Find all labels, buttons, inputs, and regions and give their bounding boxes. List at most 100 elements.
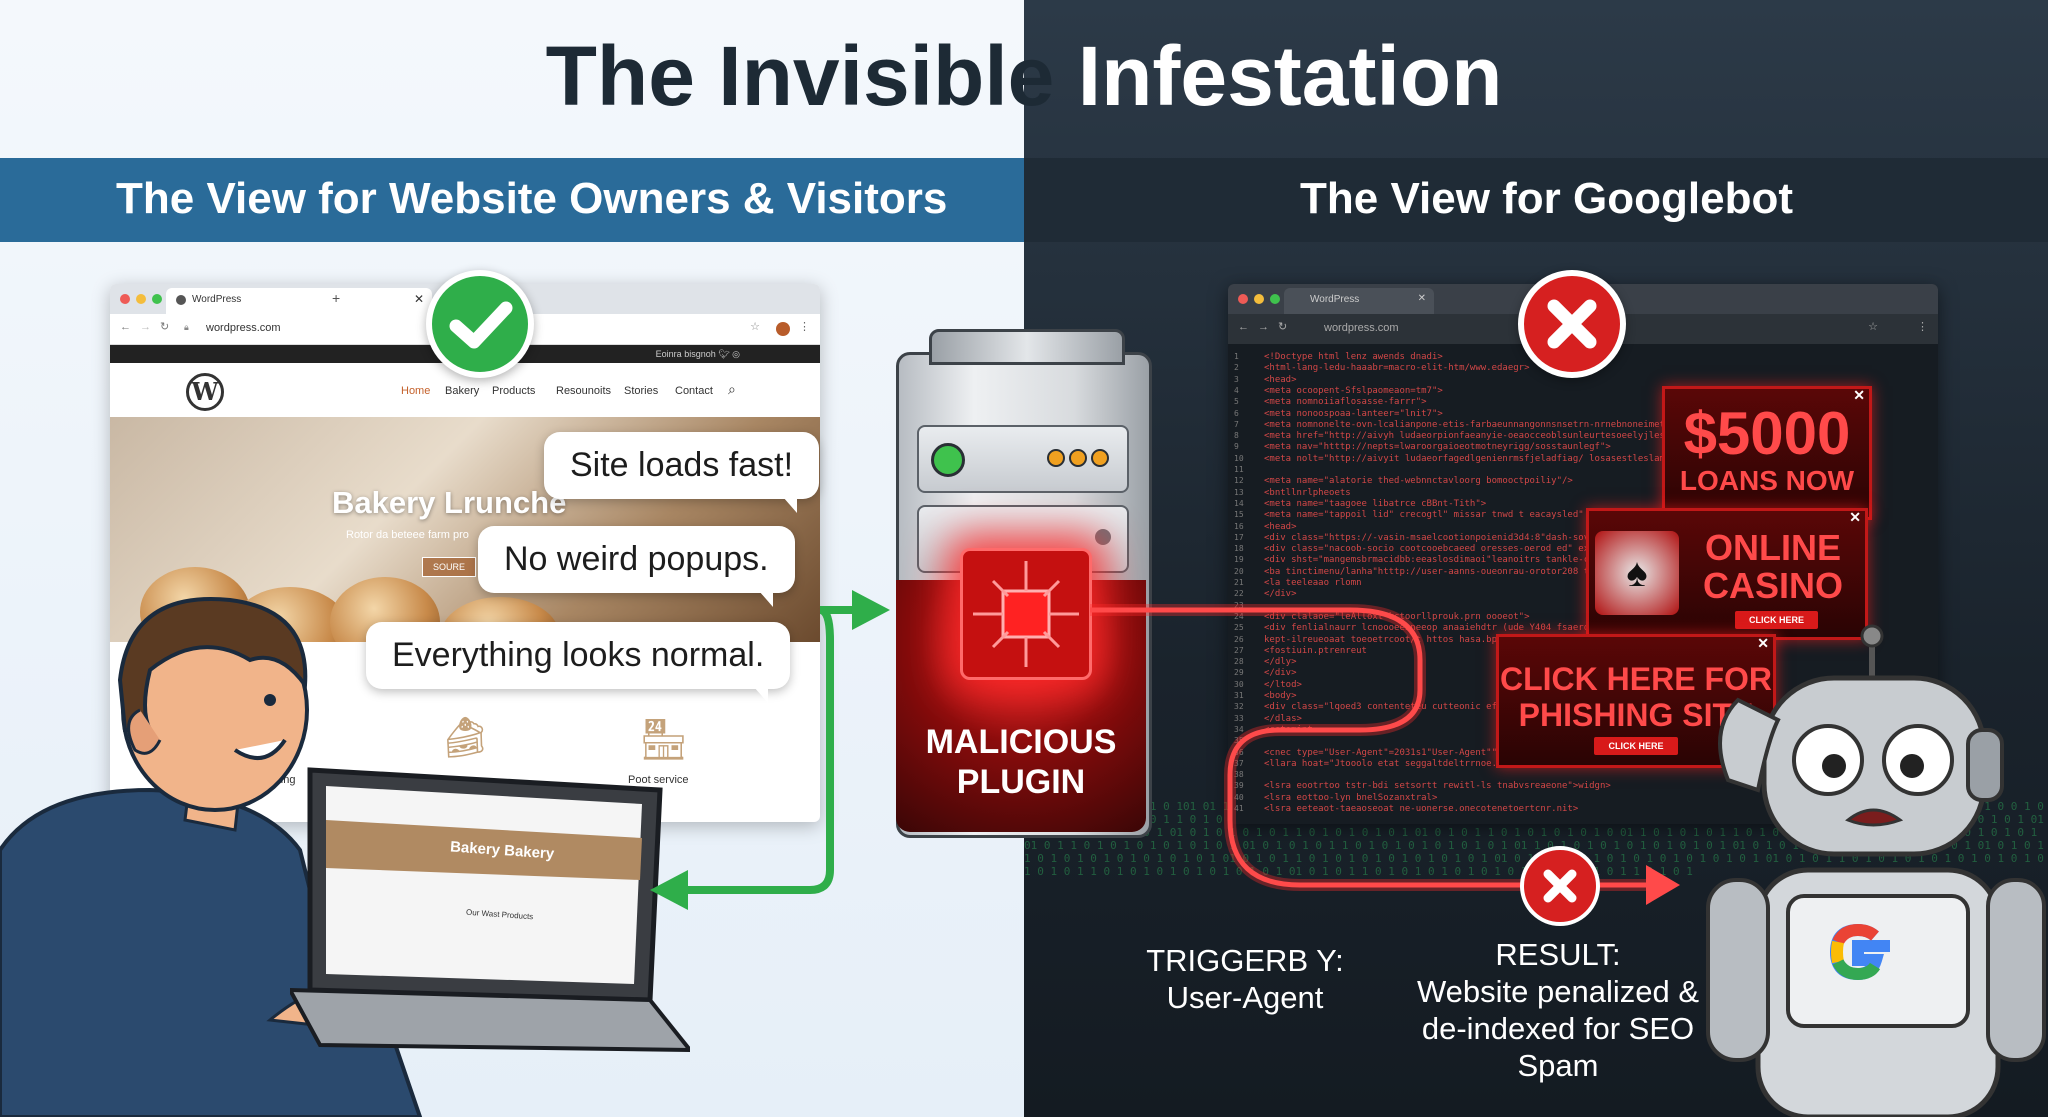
close-icon[interactable]: ✕ (1849, 509, 1861, 525)
code-line: <ba tinctimenu/lanha"htttp://user-aanns-… (1264, 566, 1660, 577)
close-icon[interactable]: ✕ (1853, 387, 1865, 403)
forward-icon[interactable]: → (1258, 321, 1269, 333)
line-number: 39 (1234, 781, 1244, 791)
bookmark-star-icon[interactable]: ☆ (750, 321, 760, 333)
line-number: 15 (1234, 510, 1244, 520)
right-header-title: The View for Googlebot (1300, 174, 1793, 223)
line-number: 25 (1234, 623, 1244, 633)
profile-avatar[interactable] (776, 322, 790, 336)
maximize-dot-icon[interactable] (152, 294, 162, 304)
nav-resources[interactable]: Resounoits (556, 385, 612, 397)
back-icon[interactable]: ← (1238, 321, 1249, 333)
back-icon[interactable]: ← (120, 321, 131, 333)
minimize-dot-icon[interactable] (136, 294, 146, 304)
title-part-dark: The Invisible (545, 29, 1055, 123)
phishing-click-button[interactable]: CLICK HERE (1594, 737, 1678, 755)
menu-dots-icon[interactable]: ⋮ (1917, 321, 1928, 333)
malicious-plugin-label: MALICIOUS PLUGIN (896, 722, 1146, 802)
tab-close-icon[interactable]: ✕ (413, 292, 424, 306)
indicator-light (1047, 449, 1065, 467)
browser-tab[interactable]: WordPress ✕ (1284, 288, 1434, 314)
green-check-badge (426, 270, 534, 378)
code-line: <bntllnrlpheoets (1264, 487, 1351, 498)
url-text[interactable]: wordpress.com (206, 322, 281, 334)
wordpress-logo[interactable]: W (186, 373, 224, 411)
wordpress-favicon-icon (176, 295, 186, 305)
line-number: 40 (1234, 792, 1244, 802)
forward-icon[interactable]: → (140, 321, 151, 333)
cake-icon: 🍰︎ (440, 716, 491, 760)
close-dot-icon[interactable] (1238, 294, 1248, 304)
maximize-dot-icon[interactable] (1270, 294, 1280, 304)
green-connection-arrow (650, 590, 890, 910)
code-line: <meta name="alatorie thed-webnnctavloorg… (1264, 476, 1573, 487)
code-line: <body> (1264, 691, 1297, 701)
code-line: <meta nav="htttp://nepts=lwaroorgaioeotm… (1264, 442, 1611, 453)
browser-tab[interactable]: WordPress ✕ (166, 288, 432, 314)
result-title: RESULT: (1495, 937, 1621, 972)
search-icon[interactable]: ⌕ (728, 381, 736, 397)
minimize-dot-icon[interactable] (1254, 294, 1264, 304)
casino-click-button[interactable]: CLICK HERE (1735, 611, 1819, 629)
close-dot-icon[interactable] (120, 294, 130, 304)
menu-dots-icon[interactable]: ⋮ (799, 321, 810, 333)
line-number: 30 (1234, 679, 1244, 689)
bubble-text: Site loads fast! (570, 446, 794, 484)
code-line: <lsra eeteaot-taeaoseoat ne-uonerse.onec… (1264, 804, 1579, 814)
line-number: 3 (1234, 374, 1239, 384)
code-line: <div class="lqoed3 contenteteu cutteonic… (1264, 702, 1546, 713)
server-slot (917, 425, 1129, 493)
close-icon[interactable]: ✕ (1757, 635, 1769, 651)
line-number: 7 (1234, 419, 1239, 429)
casino-chips-icon: ♠ (1595, 531, 1679, 615)
line-number: 38 (1234, 770, 1244, 780)
line-number: 27 (1234, 645, 1244, 655)
tab-close-icon[interactable]: ✕ (1417, 293, 1426, 304)
code-line: <meta name="taagoee libatrce cBBnt-Tith"… (1264, 498, 1487, 509)
code-line: <cnec type="User-Agent"=2031s1"User-Agen… (1264, 747, 1611, 758)
server-slot (917, 505, 1129, 573)
nav-bakery[interactable]: Bakery (445, 385, 480, 397)
code-line: </dlas> (1264, 713, 1302, 724)
code-line: <!Doctype html lenz awends dnadi> (1264, 352, 1443, 362)
popup-text: PHISHING SITE (1518, 697, 1754, 733)
line-number: 31 (1234, 691, 1244, 700)
nav-home[interactable]: Home (401, 385, 431, 397)
reload-icon[interactable]: ↻ (1278, 321, 1288, 333)
new-tab-icon[interactable]: + (332, 290, 341, 306)
line-number: 1 (1234, 352, 1239, 361)
bubble-text: No weird popups. (504, 540, 769, 578)
line-number: 8 (1234, 431, 1239, 441)
bookmark-star-icon[interactable]: ☆ (1868, 321, 1878, 333)
left-header-title: The View for Website Owners & Visitors (116, 174, 948, 223)
code-line: <la teeleaao rlomn (1264, 578, 1362, 588)
popup-text: CLICK HERE FOR (1500, 661, 1772, 697)
code-line: </ltod> (1264, 679, 1302, 690)
line-number: 24 (1234, 611, 1244, 621)
code-line: kept-ilreueoaat toeoetrcoot/t httos hasa… (1264, 634, 1638, 645)
hero-cta-button[interactable]: SOURE (422, 557, 477, 577)
line-number: 36 (1234, 747, 1244, 757)
loans-popup[interactable]: ✕ $5000 LOANS NOW (1662, 386, 1872, 520)
screw-icon (1095, 529, 1111, 545)
line-number: 28 (1234, 657, 1244, 667)
nav-contact[interactable]: Contact (675, 385, 713, 397)
url-text[interactable]: wordpress.com (1324, 322, 1399, 334)
code-line: </dly> (1264, 657, 1297, 668)
line-number: 18 (1234, 544, 1244, 554)
nav-products[interactable]: Products (492, 385, 536, 397)
result-line: de-indexed for SEO Spam (1421, 1011, 1695, 1083)
checkmark-icon (449, 301, 513, 349)
nav-stories[interactable]: Stories (624, 385, 659, 397)
top-strip-text: Eoinra bisgnoh (655, 349, 716, 359)
reload-icon[interactable]: ↻ (160, 321, 170, 333)
line-number: 32 (1234, 702, 1244, 712)
title-part-light: Infestation (1054, 29, 1503, 123)
code-line: <meta nonoospoaa-lanteer="lnit7"> (1264, 408, 1443, 419)
tab-title: WordPress (1310, 294, 1360, 305)
malware-chip-icon (960, 548, 1092, 680)
line-number: 22 (1234, 589, 1244, 599)
speech-bubble: Everything looks normal. (366, 622, 791, 703)
